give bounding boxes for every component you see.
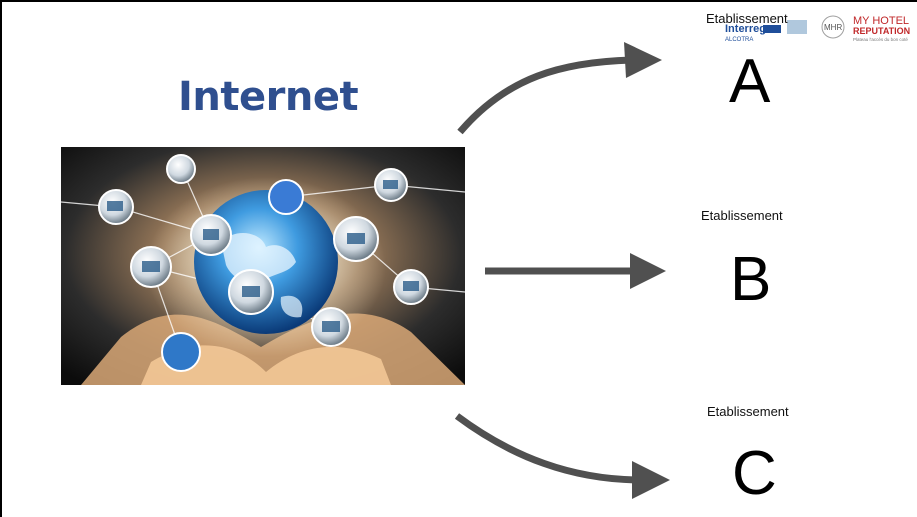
arrow-to-a — [457, 56, 633, 135]
arrowhead-b — [630, 253, 666, 289]
svg-text:MY HOTEL: MY HOTEL — [853, 15, 909, 27]
target-a-caption: Etablissement — [706, 11, 788, 26]
arrowhead-a — [624, 42, 662, 78]
svg-text:REPUTATION: REPUTATION — [853, 26, 910, 36]
logos-image: Interreg ALCOTRA MHR MY HOTEL REPUTATION… — [725, 15, 910, 43]
target-b-caption: Etablissement — [701, 208, 783, 223]
slide-title: Internet — [178, 74, 359, 120]
arrowhead-c — [632, 461, 670, 499]
logo-strip: Interreg ALCOTRA MHR MY HOTEL REPUTATION… — [715, 8, 917, 44]
svg-text:ALCOTRA: ALCOTRA — [725, 37, 753, 43]
target-a-letter: A — [729, 47, 771, 116]
interreg-logo: Interreg ALCOTRA — [725, 20, 807, 43]
target-b-letter: B — [730, 245, 772, 314]
target-c-letter: C — [732, 439, 777, 508]
arrow-to-c — [454, 413, 643, 484]
svg-text:Interreg: Interreg — [725, 23, 766, 35]
target-c-caption: Etablissement — [707, 404, 789, 419]
internet-globe-image — [61, 147, 465, 385]
my-hotel-reputation-logo: MHR MY HOTEL REPUTATION Plateau l'accès … — [821, 15, 910, 42]
svg-text:MHR: MHR — [824, 23, 842, 32]
svg-text:Plateau l'accès du bon coté: Plateau l'accès du bon coté — [853, 37, 908, 42]
